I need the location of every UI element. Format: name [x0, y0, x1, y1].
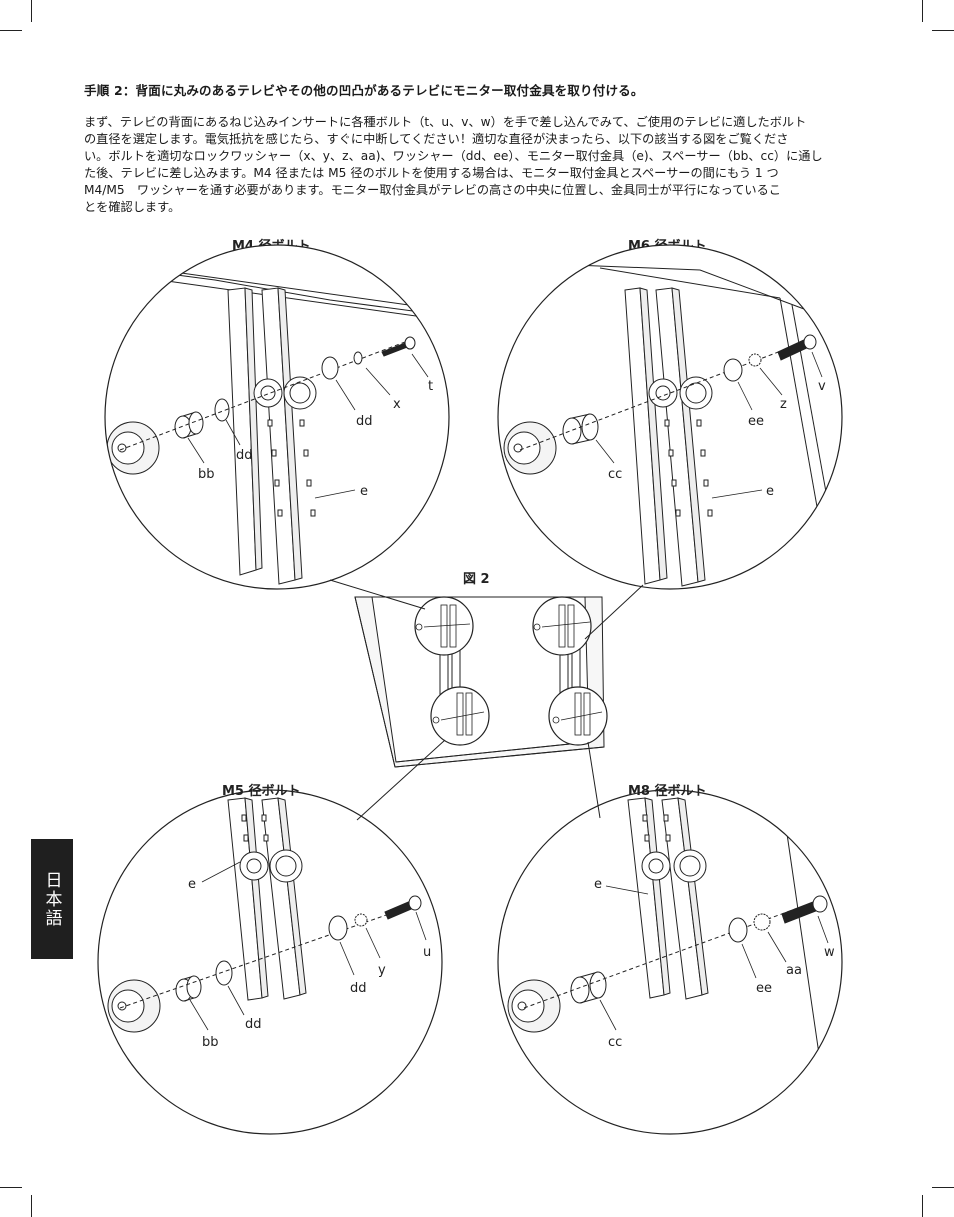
label-washer: dd: [245, 1017, 262, 1032]
detail-title-m8: M8 径ボルト: [628, 783, 707, 799]
connector-lines: [329, 579, 644, 821]
label-bracket: e: [188, 877, 196, 892]
tv-overview: [354, 596, 608, 768]
label-lock-washer: z: [780, 397, 787, 412]
crop-mark: [0, 30, 22, 31]
label-bolt: t: [428, 379, 433, 394]
crop-mark: [932, 1187, 954, 1188]
crop-mark: [31, 1195, 32, 1217]
label-spacer: bb: [202, 1035, 219, 1050]
label-bracket: e: [766, 484, 774, 499]
paragraph-line: M4/M5 ワッシャーを通す必要があります。モニター取付金具がテレビの高さの中央…: [84, 183, 781, 197]
paragraph-line: い。ボルトを適切なロックワッシャー（x、y、z、aa)、ワッシャー（dd、ee）…: [84, 149, 823, 163]
instruction-paragraph: まず、テレビの背面にあるねじ込みインサートに各種ボルト（t、u、v、w）を手で差…: [84, 114, 874, 216]
label-washer: ee: [756, 981, 772, 996]
crop-mark: [0, 1187, 22, 1188]
detail-m4: M4 径ボルト: [104, 238, 450, 590]
figure-label: 図 2: [463, 572, 490, 587]
label-spacer: bb: [198, 467, 215, 482]
paragraph-line: まず、テレビの背面にあるねじ込みインサートに各種ボルト（t、u、v、w）を手で差…: [84, 115, 807, 129]
detail-m5: M5 径ボルト: [97, 783, 443, 1135]
crop-mark: [31, 0, 32, 22]
label-washer: dd: [236, 448, 253, 463]
paragraph-line: の直径を選定します。電気抵抗を感じたら、すぐに中断してください！適切な直径が決ま…: [84, 132, 789, 146]
label-bracket: e: [360, 484, 368, 499]
label-bolt: u: [423, 945, 431, 960]
label-washer: dd: [356, 414, 373, 429]
crop-mark: [922, 0, 923, 22]
crop-mark: [932, 30, 954, 31]
label-washer: dd: [350, 981, 367, 996]
step-heading: 手順 2：背面に丸みのあるテレビやその他の凹凸があるテレビにモニター取付金具を取…: [84, 83, 644, 98]
label-washer: ee: [748, 414, 764, 429]
detail-title-m5: M5 径ボルト: [222, 783, 301, 799]
language-tab-label: 日本語: [41, 870, 62, 928]
label-lock-washer: y: [378, 963, 386, 978]
crop-mark: [922, 1195, 923, 1217]
label-bolt: w: [824, 945, 835, 960]
label-bolt: v: [818, 379, 826, 394]
detail-m6: M6 径ボルト: [497, 238, 843, 590]
label-spacer: cc: [608, 1035, 622, 1050]
language-tab: 日本語: [31, 839, 73, 959]
label-lock-washer: aa: [786, 963, 802, 978]
detail-m8: M8 径ボルト: [497, 783, 843, 1135]
paragraph-line: た後、テレビに差し込みます。M4 径または M5 径のボルトを使用する場合は、モ…: [84, 166, 779, 180]
paragraph-line: とを確認します。: [84, 200, 181, 214]
label-lock-washer: x: [393, 397, 401, 412]
label-bracket: e: [594, 877, 602, 892]
label-spacer: cc: [608, 467, 622, 482]
